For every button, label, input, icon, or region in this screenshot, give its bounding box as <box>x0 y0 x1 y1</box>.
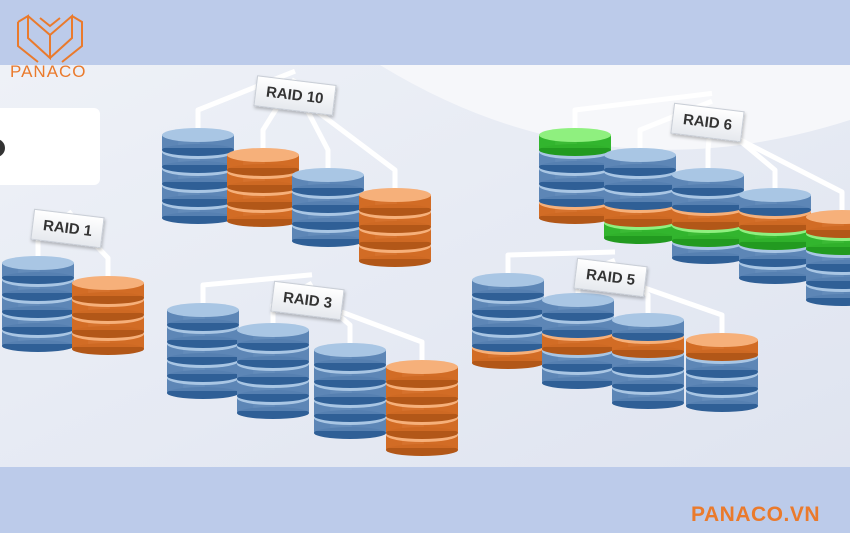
disk-blue <box>167 303 239 331</box>
logo-text: PANACO <box>10 62 87 81</box>
disk-blue <box>237 391 309 419</box>
disk-blue <box>314 343 386 371</box>
panaco-logo-icon <box>17 13 83 63</box>
disk-green <box>539 128 611 156</box>
disk-orange <box>72 276 144 304</box>
disk-blue <box>472 273 544 301</box>
connector-wire <box>505 249 616 277</box>
disk-orange <box>806 210 850 238</box>
disk-orange <box>359 239 431 267</box>
disk-green <box>604 216 676 244</box>
disk-blue <box>162 162 234 190</box>
disk-blue <box>612 313 684 341</box>
disk-orange <box>686 333 758 361</box>
white-card <box>0 108 100 185</box>
disk-orange <box>386 360 458 388</box>
disk-blue <box>292 185 364 213</box>
disk-blue <box>472 307 544 335</box>
disk-blue <box>686 350 758 378</box>
disk-orange <box>227 148 299 176</box>
connector-wire <box>572 90 713 132</box>
disk-blue <box>672 168 744 196</box>
disk-blue <box>542 293 614 321</box>
disk-orange <box>359 188 431 216</box>
disk-blue <box>292 168 364 196</box>
connector-wire <box>710 123 845 214</box>
disk-blue <box>167 320 239 348</box>
disk-blue <box>2 324 74 352</box>
disk-blue <box>2 256 74 284</box>
disk-orange <box>604 199 676 227</box>
disk-blue <box>162 128 234 156</box>
disk-blue <box>237 323 309 351</box>
disk-blue <box>739 188 811 216</box>
disk-green <box>739 222 811 250</box>
disk-blue <box>604 148 676 176</box>
connector-wire <box>614 275 725 337</box>
website-label: PANACO.VN <box>691 503 820 526</box>
connector-wire <box>293 92 398 192</box>
connector-wire <box>311 298 425 364</box>
card-dot <box>0 139 5 157</box>
connector-wire <box>200 272 313 307</box>
